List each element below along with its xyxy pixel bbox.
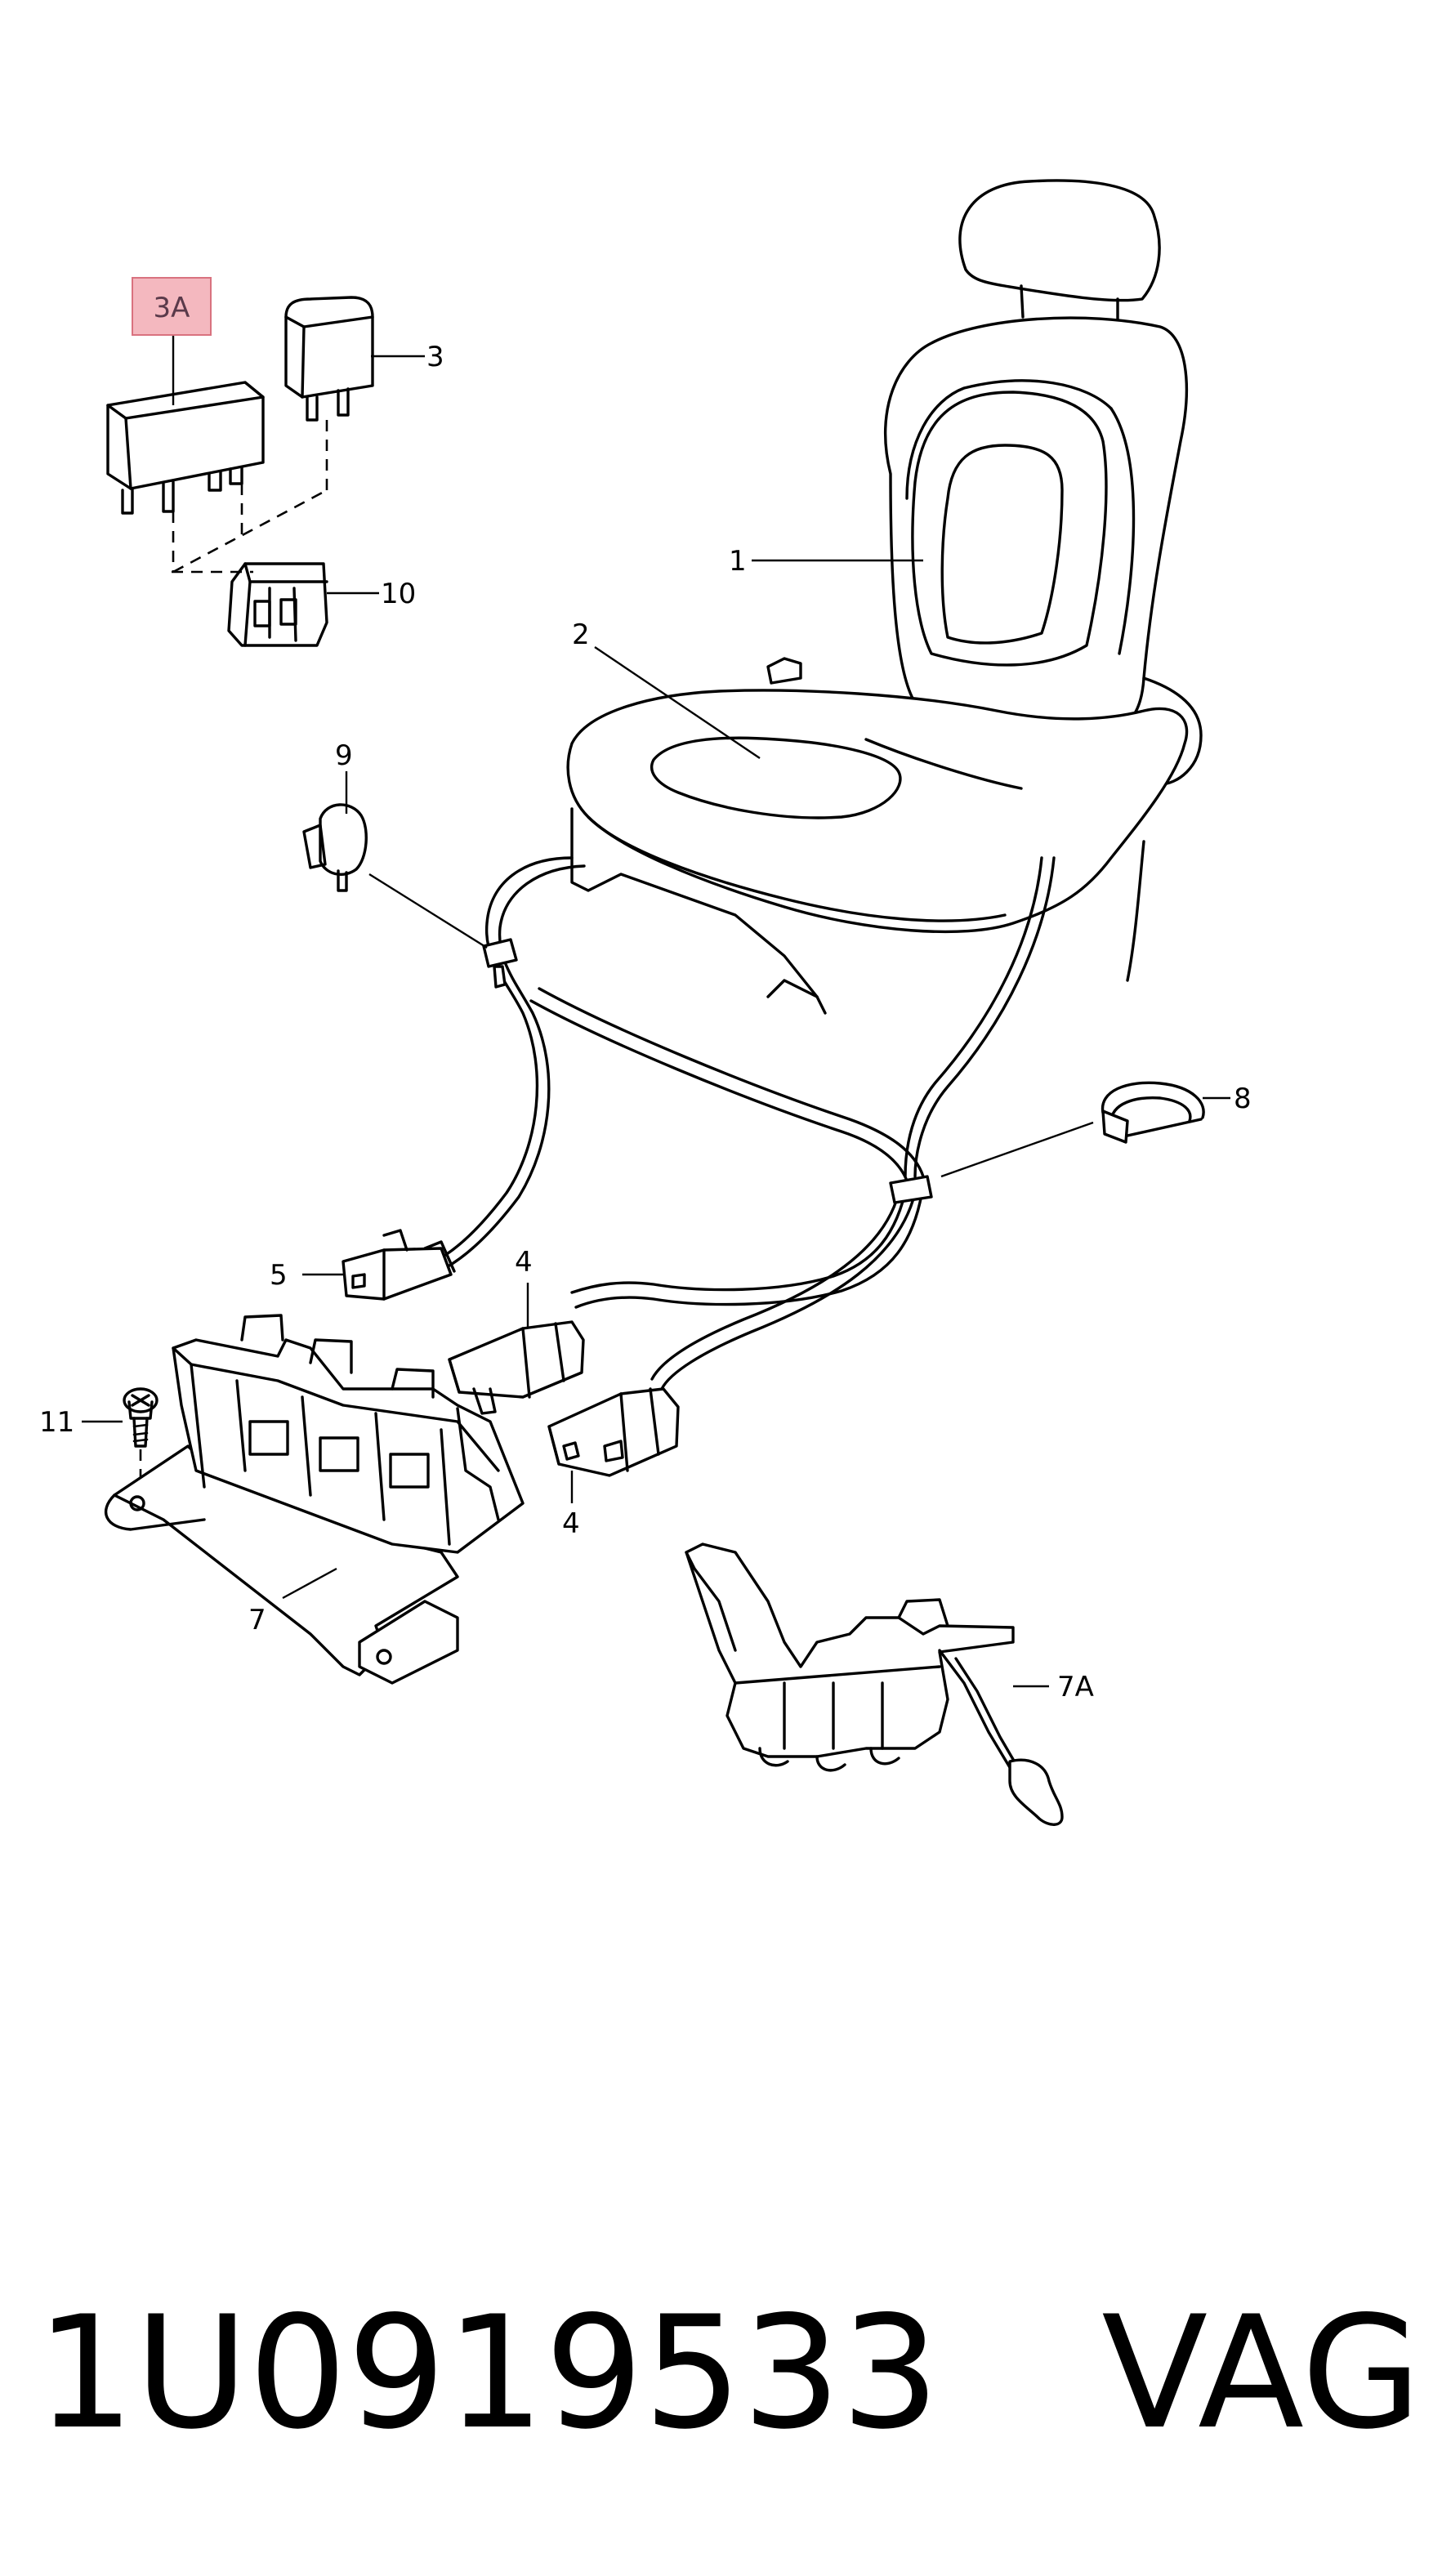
- callout-8: 8: [1234, 1083, 1252, 1115]
- relay-3: [172, 296, 374, 574]
- callout-5: 4: [515, 1246, 533, 1279]
- callout-7a: 7A: [1057, 1671, 1094, 1703]
- connector-9: [302, 803, 368, 892]
- callout-3a-highlight: [132, 277, 212, 336]
- wiring-harness: [431, 856, 1056, 1391]
- bracket-7a: [685, 1542, 1064, 1826]
- callout-3a: 3A: [154, 292, 190, 324]
- screw-11: [123, 1387, 158, 1495]
- leader-lines: [82, 335, 1230, 1688]
- callout-labels: 3A 3 10 1 2 9 8 5 4 4 11 7 7A: [39, 277, 1252, 1703]
- callout-7: 7: [248, 1604, 266, 1636]
- cable-tie-8: [1101, 1081, 1205, 1144]
- callout-1: 1: [729, 545, 747, 578]
- bracket-7: [104, 1314, 525, 1685]
- footer: 1U0919533 VAG: [0, 2279, 1451, 2467]
- callout-11: 11: [39, 1406, 74, 1439]
- connector-4: [547, 1387, 680, 1477]
- callout-3: 3: [426, 341, 444, 373]
- callout-4: 4: [562, 1507, 580, 1540]
- callout-6: 5: [270, 1259, 288, 1292]
- part-number: 1U0919533: [36, 2283, 940, 2463]
- connector-6: [342, 1229, 456, 1301]
- relay-3a: [106, 381, 265, 572]
- relay-holder-10: [172, 562, 328, 647]
- callout-2: 2: [572, 618, 590, 651]
- callout-10: 10: [381, 578, 416, 610]
- connector-5: [448, 1320, 585, 1415]
- callout-9: 9: [335, 739, 353, 772]
- seat-illustration: [566, 179, 1203, 1015]
- brand-name: VAG: [1101, 2283, 1422, 2463]
